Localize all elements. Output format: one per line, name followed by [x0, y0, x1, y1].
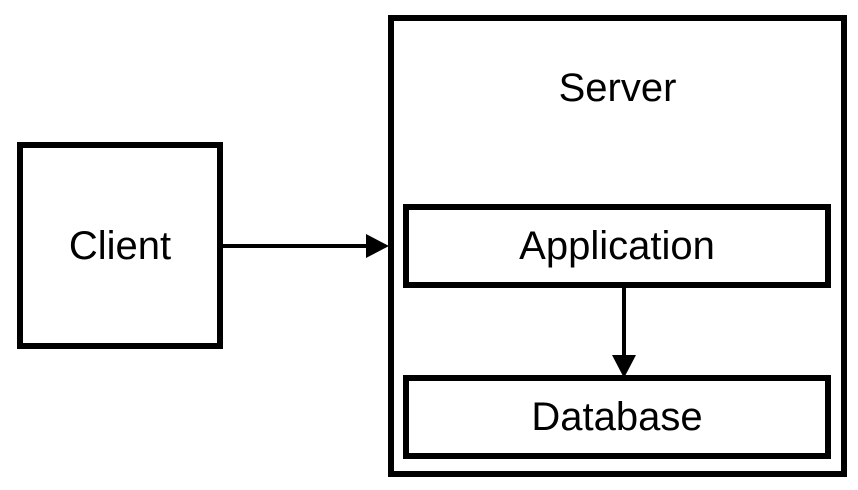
- client-label: Client: [68, 223, 172, 268]
- application-label: Application: [519, 224, 715, 268]
- server-label: Server: [558, 66, 677, 110]
- edge-application-to-database: [612, 288, 636, 378]
- application-node: Application: [403, 204, 831, 288]
- arrowhead-icon: [366, 234, 389, 258]
- client-node: Client: [17, 142, 223, 349]
- edge-client-to-application: [223, 234, 389, 258]
- database-label: Database: [531, 395, 703, 439]
- database-node: Database: [403, 375, 831, 459]
- arrowhead-icon: [612, 355, 636, 378]
